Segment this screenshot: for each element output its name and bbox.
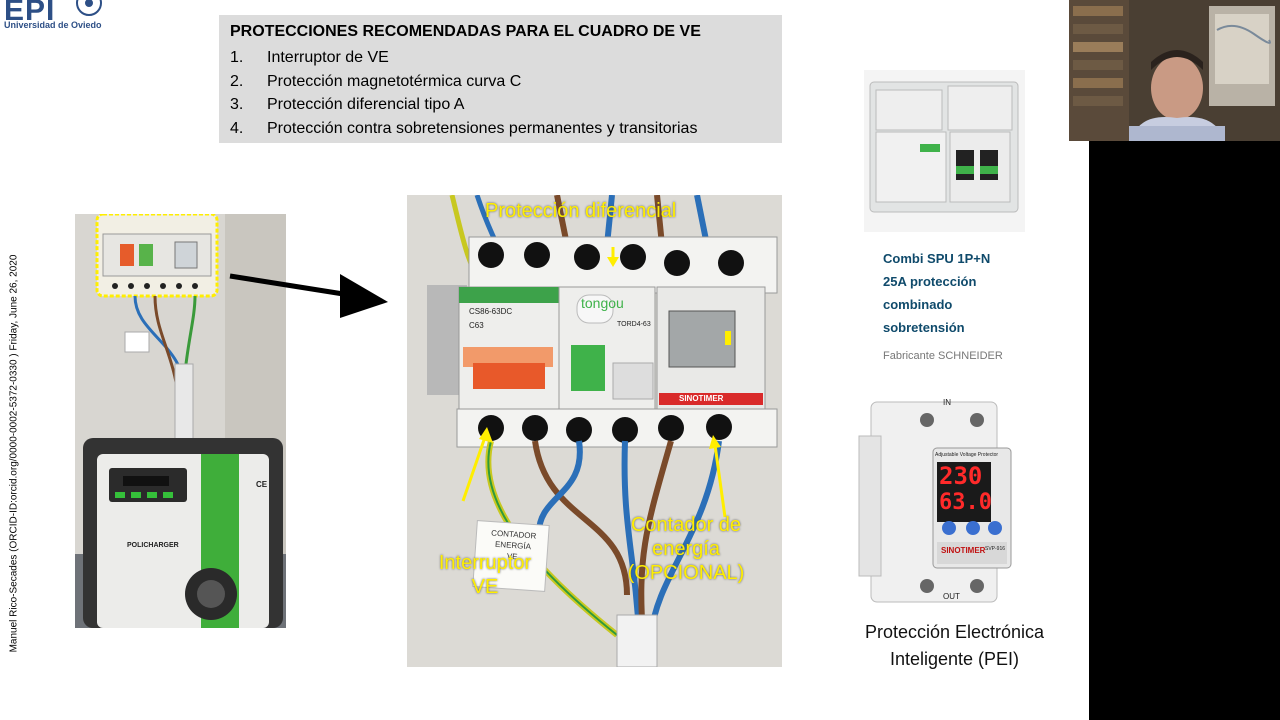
university-logo: EPI Universidad de Oviedo <box>0 0 115 34</box>
product-manufacturer: Fabricante SCHNEIDER <box>883 350 1003 362</box>
list-item: 3.Protección diferencial tipo A <box>230 96 465 113</box>
product-image <box>864 70 1025 232</box>
presenter-webcam <box>1069 0 1280 141</box>
diferencial-brand-label: tongou <box>581 295 624 311</box>
product-title: Combi SPU 1P+N 25A protección combinado … <box>883 251 991 335</box>
list-item: 2.Protección magnetotérmica curva C <box>230 72 522 90</box>
wallbox-illustration <box>75 214 286 628</box>
pei-terminal-out: OUT <box>943 592 960 601</box>
pei-display-bottom: 63.0 <box>939 490 992 515</box>
webcam-image <box>1069 0 1280 141</box>
charger-brand-label: POLICHARGER <box>127 542 179 549</box>
pei-device-illustration <box>858 401 1012 603</box>
protection-panel-illustration <box>407 195 782 667</box>
diferencial-model-label: TORD4-63 <box>617 321 651 328</box>
list-item: 4.Protección contra sobretensiones perma… <box>230 119 698 137</box>
device-rating-label: C63 <box>469 321 484 330</box>
product-card-combi-spu[interactable]: Combi SPU 1P+N 25A protección combinado … <box>864 70 1025 365</box>
label-proteccion-diferencial: Protección diferencial <box>485 200 677 222</box>
charger-ce-mark: CE <box>256 480 268 489</box>
author-sidebar-text: Manuel Rico-Secades (ORCID-ID:orcid.org/… <box>8 254 20 653</box>
combi-spu-illustration <box>864 70 1025 232</box>
meter-brand-label: SINOTIMER <box>679 394 724 403</box>
pei-brand-label: SINOTIMER <box>941 546 986 555</box>
recommendations-list: 1.Interruptor de VE 2.Protección magneto… <box>230 46 697 140</box>
list-item: 1.Interruptor de VE <box>230 49 389 66</box>
device-model-label: CS86-63DC <box>469 307 513 316</box>
label-contador-energia: Contador de energía (OPCIONAL) <box>627 514 745 584</box>
logo-building-icon <box>76 0 102 16</box>
wallbox-installation-photo: CE POLICHARGER <box>75 214 286 628</box>
pei-terminal-in: IN <box>943 398 951 407</box>
label-interruptor-ve: Interruptor VE <box>438 552 532 598</box>
pei-display-top: 230 <box>939 462 983 490</box>
pei-device-image: Adjustable Voltage Protector 230 63.0 SI… <box>857 396 1013 608</box>
pei-device-label: Adjustable Voltage Protector <box>935 452 999 458</box>
recommendations-box: PROTECCIONES RECOMENDADAS PARA EL CUADRO… <box>219 15 782 143</box>
arrow-right-icon <box>229 273 388 318</box>
logo-brand: EPI <box>4 0 56 27</box>
recommendations-title: PROTECCIONES RECOMENDADAS PARA EL CUADRO… <box>230 23 701 40</box>
protection-panel-photo: CS86-63DC C63 tongou TORD4-63 SINOTIMER … <box>407 195 782 667</box>
pei-caption: Protección Electrónica Inteligente (PEI) <box>864 622 1045 669</box>
logo-university: Universidad de Oviedo <box>4 20 102 30</box>
pei-model-label: SVP-916 <box>985 546 1006 552</box>
